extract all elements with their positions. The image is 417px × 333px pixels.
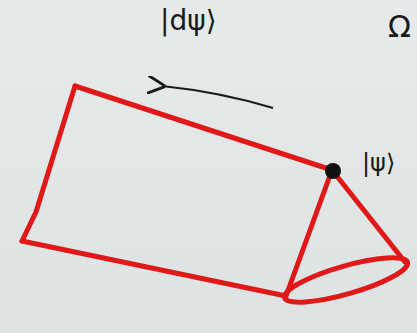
direction-arrow xyxy=(162,86,273,108)
omega-label: Ω xyxy=(388,10,411,43)
cone-side xyxy=(332,170,405,262)
state-label: |ψ⟩ xyxy=(362,150,395,176)
rectangle-bottom-edge xyxy=(22,241,286,296)
cone-base-ellipse xyxy=(281,249,412,311)
point-dot xyxy=(325,163,341,179)
state-derivative-label: |dψ⟩ xyxy=(160,6,217,37)
rectangle-left-edge xyxy=(22,86,75,241)
rectangle-top-edge xyxy=(75,86,332,170)
